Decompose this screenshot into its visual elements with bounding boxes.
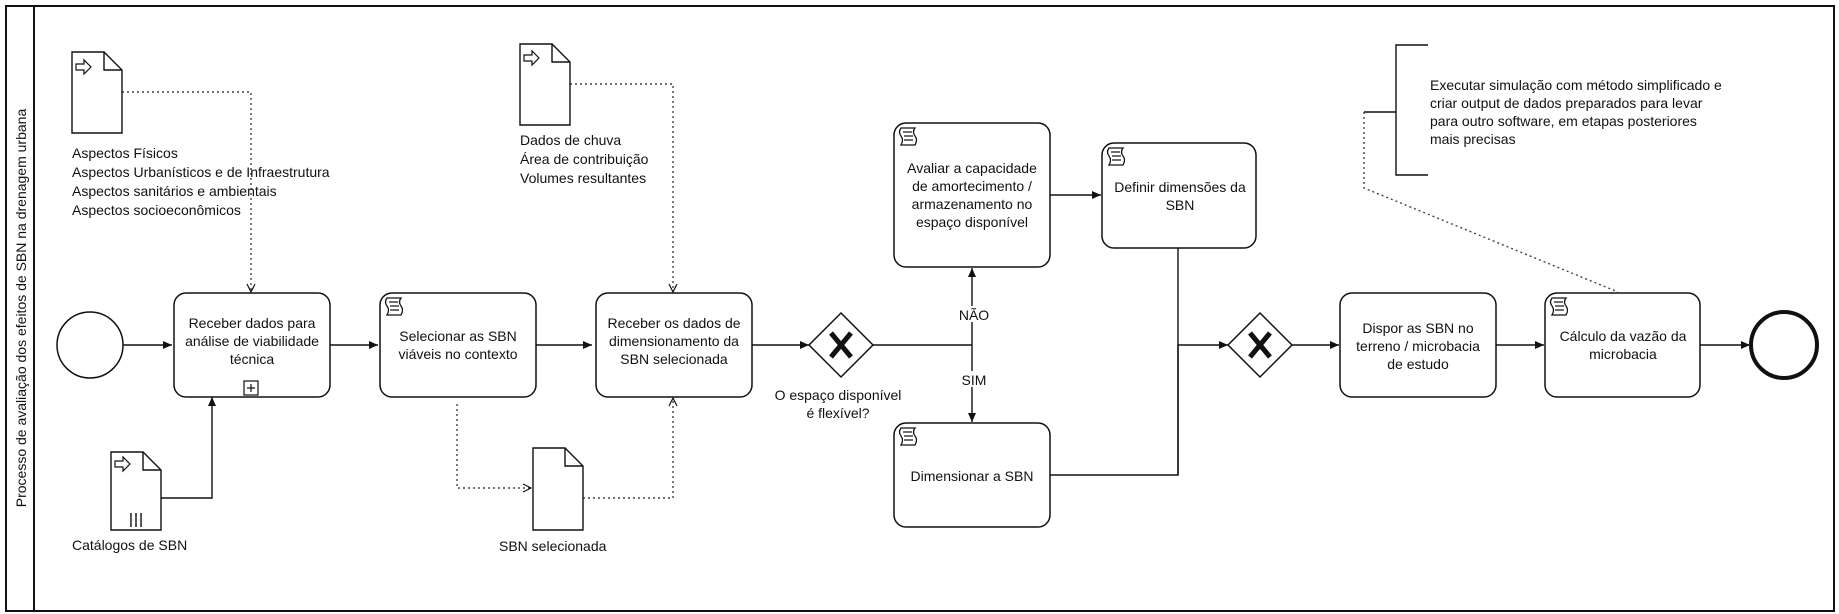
flow-catalog-to-receive (161, 397, 216, 499)
yes-label: SIM (962, 372, 987, 388)
task-label: SBN selecionada (620, 351, 728, 367)
sequence-flows (123, 191, 1750, 499)
gateway-question-label: é flexível? (806, 405, 869, 421)
data-object-text: Dados de chuva (520, 132, 621, 148)
task-select-sbn[interactable]: Selecionar as SBN viáveis no contexto (379, 292, 537, 398)
exclusive-gateway-split[interactable] (807, 311, 875, 379)
task-label: terreno / microbacia (1356, 338, 1480, 354)
assoc-select-to-selected (456, 404, 531, 488)
annotation-text: para outro software, em etapas posterior… (1430, 113, 1697, 129)
input-arrow-document-icon (75, 58, 92, 76)
task-label-group: Selecionar as SBN viáveis no contexto (398, 328, 517, 362)
start-event[interactable] (56, 311, 124, 379)
catalogs-label: Catálogos de SBN (72, 537, 187, 553)
task-label: Receber dados para (189, 315, 316, 331)
task-label: de estudo (1387, 356, 1449, 372)
annotation-text: mais precisas (1430, 131, 1516, 147)
data-object-aspects[interactable] (71, 51, 123, 134)
task-label: espaço disponível (916, 214, 1028, 230)
task-label-group: Receber os dados de dimensionamento da SBN… (607, 315, 740, 367)
task-label: técnica (230, 351, 275, 367)
script-task-icon (898, 127, 918, 146)
annotation-text-group: Executar simulação com método simplifica… (1430, 77, 1722, 147)
task-label: Cálculo da vazão da (1560, 328, 1687, 344)
task-label: dimensionamento da (609, 333, 739, 349)
task-label-group: Avaliar a capacidade de amortecimento / ar… (907, 160, 1037, 230)
script-task-icon (384, 297, 404, 316)
task-label-group: Definir dimensões da SBN (1114, 179, 1246, 213)
task-label: Selecionar as SBN (399, 328, 517, 344)
task-label: viáveis no contexto (398, 346, 517, 362)
exclusive-gateway-merge[interactable] (1226, 311, 1294, 379)
task-define-dims[interactable]: Definir dimensões da SBN (1101, 142, 1257, 249)
task-flow-calc[interactable]: Cálculo da vazão da microbacia (1544, 292, 1701, 398)
assoc-annotation-to-calc (1363, 112, 1619, 293)
task-label: de amortecimento / (912, 178, 1032, 194)
assoc-selected-to-receive-dim (583, 398, 673, 499)
task-receive-dim[interactable]: Receber os dados de dimensionamento da SBN… (595, 292, 753, 398)
task-label-group: Cálculo da vazão da microbacia (1560, 328, 1687, 362)
gateway-question-label: O espaço disponível (775, 387, 902, 403)
data-object-text: Aspectos sanitários e ambientais (72, 183, 277, 199)
task-label: Avaliar a capacidade (907, 160, 1037, 176)
data-object-text: Aspectos Físicos (72, 145, 178, 161)
data-object-text: Aspectos socioeconômicos (72, 202, 241, 218)
data-object-catalogs[interactable] (110, 451, 162, 531)
pool-label: Processo de avaliação dos efeitos de SBN… (13, 109, 29, 508)
collection-bars-icon (130, 513, 142, 527)
data-object-text: Volumes resultantes (520, 170, 646, 186)
annotation-text: Executar simulação com método simplifica… (1430, 77, 1722, 93)
task-label: Definir dimensões da (1114, 179, 1246, 195)
x-gateway-icon (829, 331, 853, 359)
task-label: Receber os dados de (607, 315, 740, 331)
gateway-question-label-group: O espaço disponível é flexível? (775, 387, 902, 421)
selected-label: SBN selecionada (499, 538, 607, 554)
annotation-text: criar output de dados preparados para le… (1430, 95, 1703, 111)
task-label: análise de viabilidade (185, 333, 319, 349)
data-object-text: Área de contribuição (520, 151, 649, 167)
task-dimension[interactable]: Dimensionar a SBN (893, 422, 1051, 528)
task-label: armazenamento no (912, 196, 1033, 212)
task-label: Dimensionar a SBN (911, 468, 1034, 484)
task-label: SBN (1166, 197, 1195, 213)
input-arrow-document-icon (114, 455, 131, 473)
script-task-icon (1106, 147, 1126, 166)
end-event[interactable] (1749, 310, 1819, 380)
task-evaluate[interactable]: Avaliar a capacidade de amortecimento / ar… (893, 122, 1051, 268)
x-gateway-icon (1248, 331, 1272, 359)
assoc-rain-to-receive-dim (570, 83, 673, 292)
script-task-icon (898, 427, 918, 446)
task-arrange[interactable]: Dispor as SBN no terreno / microbacia de e… (1339, 292, 1497, 398)
text-annotation[interactable]: Executar simulação com método simplifica… (1364, 44, 1722, 176)
task-label: Dispor as SBN no (1362, 320, 1473, 336)
data-object-selected[interactable] (532, 447, 584, 531)
task-label-group: Dispor as SBN no terreno / microbacia de e… (1356, 320, 1480, 372)
flow-dimension-to-merge (1050, 341, 1228, 476)
task-label-group: Dimensionar a SBN (911, 468, 1034, 484)
data-object-text: Aspectos Urbanísticos e de Infraestrutur… (72, 164, 330, 180)
script-task-icon (1549, 297, 1569, 316)
input-arrow-document-icon (523, 49, 540, 67)
data-associations (122, 83, 1619, 499)
no-label: NÃO (959, 307, 989, 323)
data-object-rain[interactable] (519, 43, 571, 126)
task-label: microbacia (1589, 346, 1657, 362)
task-receive-data[interactable]: Receber dados para análise de viabilidade… (173, 292, 331, 398)
pool: Processo de avaliação dos efeitos de SBN… (5, 5, 1835, 612)
task-label-group: Receber dados para análise de viabilidade… (185, 315, 319, 367)
subprocess-plus-icon (243, 380, 259, 396)
